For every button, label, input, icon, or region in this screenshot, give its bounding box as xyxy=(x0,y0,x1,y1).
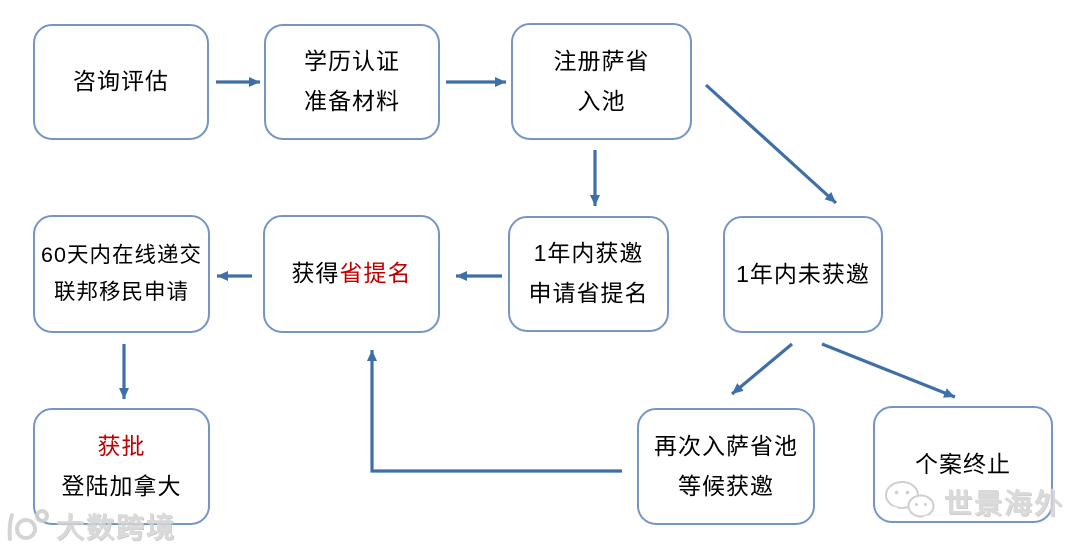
node-provincial-nomination: 获得省提名 xyxy=(263,215,440,333)
node-label: 1年内获邀 xyxy=(533,240,644,267)
node-label: 获得省提名 xyxy=(292,254,412,294)
node-label: 等候获邀 xyxy=(678,472,774,499)
node-label: 登陆加拿大 xyxy=(61,472,182,499)
node-label-highlight: 获批 xyxy=(97,432,146,459)
node-submit-federal-application: 60天内在线递交 联邦移民申请 xyxy=(33,215,210,333)
node-approved-land-canada: 获批 登陆加拿大 xyxy=(33,408,210,525)
node-label-highlight: 省提名 xyxy=(339,260,412,287)
node-reenter-pool: 再次入萨省池 等候获邀 xyxy=(637,408,815,525)
node-label: 学历认证 xyxy=(304,48,400,75)
node-case-terminated: 个案终止 xyxy=(873,406,1053,523)
arrow-register-to-not-invited xyxy=(704,83,838,205)
node-invited-within-1yr: 1年内获邀 申请省提名 xyxy=(508,216,669,332)
node-label: 再次入萨省池 xyxy=(654,432,798,459)
node-label: 咨询评估 xyxy=(73,68,169,95)
node-label: 联邦移民申请 xyxy=(53,280,189,304)
arrow-not-invited-to-reenter xyxy=(730,342,794,396)
arrow-not-invited-to-terminated xyxy=(821,342,956,399)
node-credential: 学历认证 准备材料 xyxy=(264,24,440,140)
node-register-pool: 注册萨省 入池 xyxy=(511,23,692,140)
node-label: 注册萨省 xyxy=(553,47,650,74)
arrow-reenter-to-nomination xyxy=(367,350,622,473)
node-consult: 咨询评估 xyxy=(33,24,209,140)
node-label: 准备材料 xyxy=(304,88,400,114)
node-label-prefix: 获得 xyxy=(291,260,340,287)
node-label: 1年内未获邀 xyxy=(736,260,870,287)
node-label: 申请省提名 xyxy=(528,280,649,306)
node-label: 个案终止 xyxy=(915,450,1011,477)
node-label: 入池 xyxy=(577,87,626,114)
node-label: 60天内在线递交 xyxy=(41,243,202,268)
node-not-invited-within-1yr: 1年内未获邀 xyxy=(723,216,883,333)
